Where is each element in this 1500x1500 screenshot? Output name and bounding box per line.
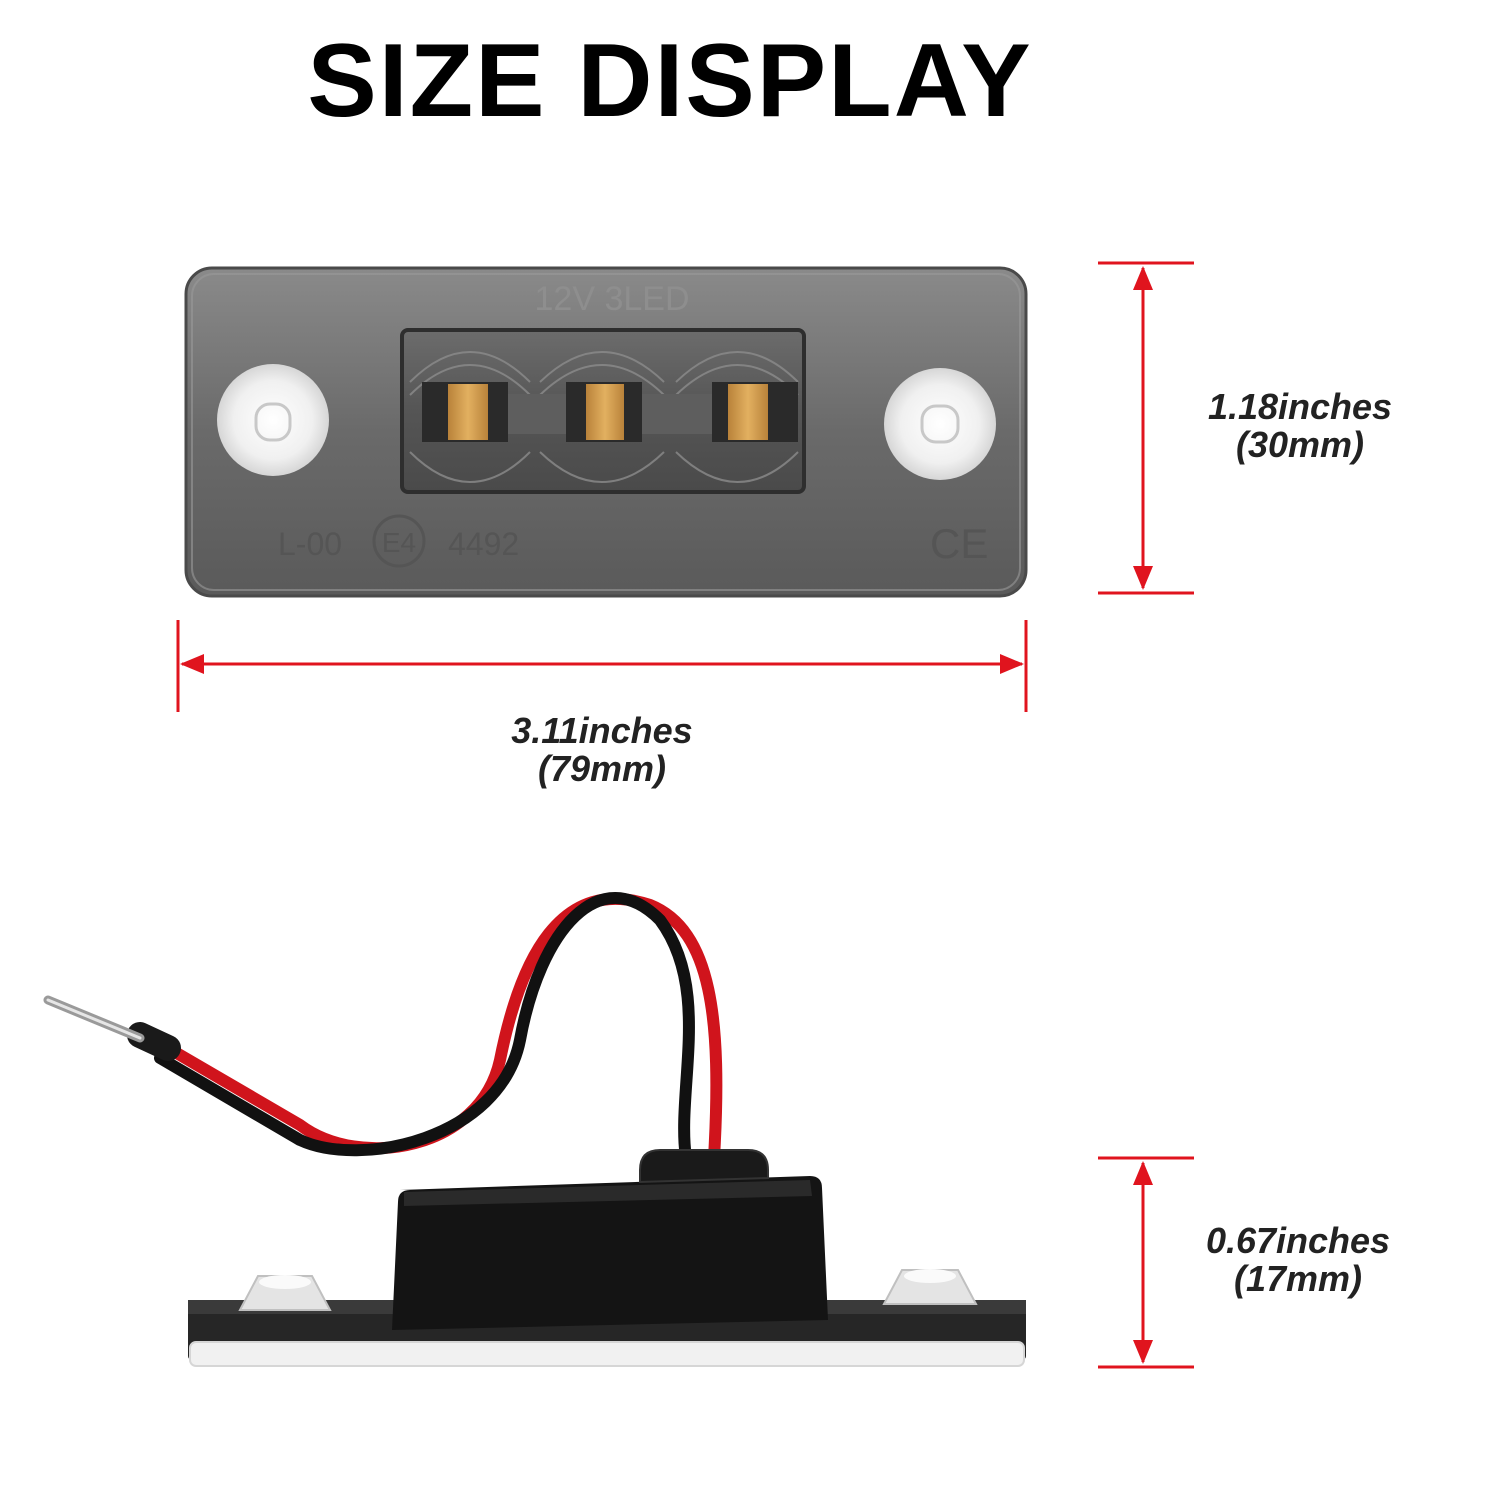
width-mm: (79mm) — [537, 748, 667, 789]
page-title: SIZE DISPLAY — [307, 23, 1033, 139]
depth-dimension-line — [1098, 1156, 1194, 1369]
driver-module — [392, 1176, 828, 1330]
light-side-view — [43, 892, 1026, 1367]
wire-grommet — [639, 1149, 769, 1184]
height-label: 1.18inches (30mm) — [1180, 388, 1420, 464]
led-3 — [712, 382, 798, 442]
marking-code: L-00 — [278, 526, 342, 562]
depth-label: 0.67inches (17mm) — [1178, 1222, 1418, 1298]
mount-nub-left — [238, 1275, 332, 1311]
marking-number: 4492 — [448, 526, 519, 562]
width-inches: 3.11inches — [511, 710, 693, 751]
led-1 — [422, 382, 508, 442]
mount-hole-left — [217, 364, 329, 476]
marking-voltage: 12V 3LED — [535, 280, 690, 318]
width-dimension-line — [176, 620, 1028, 712]
wire-harness — [43, 892, 723, 1164]
led-2 — [566, 382, 642, 442]
depth-inches: 0.67inches — [1205, 1220, 1391, 1261]
approval-seal — [372, 514, 426, 568]
mount-hole-right — [884, 368, 996, 480]
lens-edge — [189, 1341, 1025, 1367]
width-label: 3.11inches (79mm) — [480, 712, 724, 788]
height-dimension-line — [1098, 261, 1194, 595]
marking-cert: CE — [930, 520, 988, 567]
mount-nub-right — [882, 1269, 978, 1305]
height-inches: 1.18inches — [1207, 386, 1393, 427]
light-top-view: 12V 3LED L-00 E4 4492 CE — [184, 266, 1028, 598]
depth-mm: (17mm) — [1233, 1258, 1363, 1299]
marking-approval: E4 — [382, 527, 416, 558]
height-mm: (30mm) — [1235, 424, 1365, 465]
